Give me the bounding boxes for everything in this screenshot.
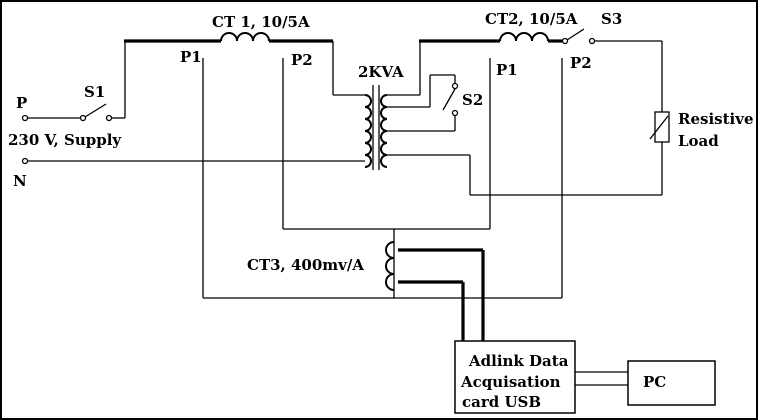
ct2-secondary-wires [489, 58, 563, 298]
load-label-line2: Load [678, 132, 719, 150]
usb-link [575, 371, 628, 386]
transformer-secondary-coil [380, 94, 388, 168]
switch-s2 [387, 74, 459, 132]
ct2-primary-wire [387, 39, 562, 96]
ct2-p2-label: P2 [570, 54, 592, 72]
neutral-line [21, 157, 365, 165]
ct1-coil [220, 32, 270, 42]
ct1-p1-label: P1 [180, 48, 202, 66]
s3-label: S3 [601, 10, 622, 28]
ct1-secondary-wires [202, 58, 490, 298]
switch-s1 [79, 103, 125, 122]
switch-s3 [561, 28, 663, 112]
ct2-p1-label: P1 [496, 61, 518, 79]
ct3-coil [385, 241, 395, 291]
ct2-label: CT2, 10/5A [485, 10, 578, 28]
load-label-line1: Resistive [678, 110, 753, 128]
neutral-terminal [21, 157, 29, 165]
transformer-core [372, 85, 380, 170]
ct2-coil [499, 32, 549, 42]
phase-line [21, 114, 80, 122]
daq-label-line3: card USB [462, 393, 541, 411]
ct1-label: CT 1, 10/5A [212, 13, 310, 31]
ct3-sensor [203, 229, 562, 341]
transformer-label: 2KVA [358, 63, 404, 81]
s2-label: S2 [462, 91, 483, 109]
transformer-primary-coil [364, 94, 372, 168]
s1-label: S1 [84, 83, 105, 101]
ct1-primary-wire [124, 39, 365, 118]
phase-label: P [16, 94, 27, 112]
pc-label: PC [643, 373, 666, 391]
resistive-load [649, 111, 670, 195]
supply-label: 230 V, Supply [8, 131, 122, 149]
neutral-label: N [13, 172, 27, 190]
pc-box [627, 360, 716, 406]
ct3-label: CT3, 400mv/A [247, 256, 364, 274]
load-return-wire [387, 154, 662, 196]
ct1-p2-label: P2 [291, 51, 313, 69]
daq-label-line2: Acquisation [460, 373, 561, 391]
daq-label-line1: Adlink Data [468, 352, 569, 370]
daq-card-box [454, 340, 576, 414]
phase-terminal [21, 114, 29, 122]
